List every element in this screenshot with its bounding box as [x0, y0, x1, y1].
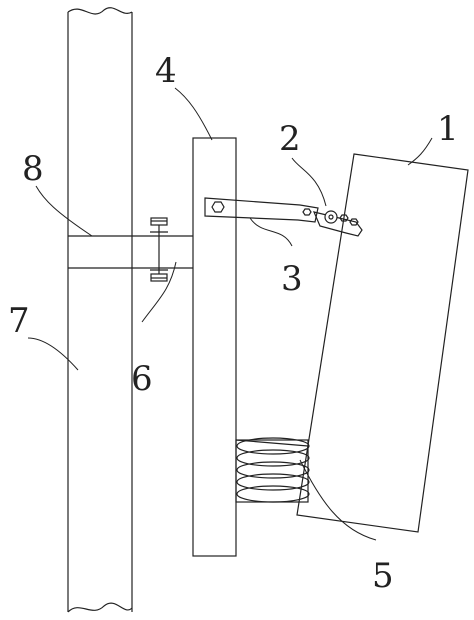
clamp-band-8	[68, 235, 132, 269]
callout-2: 2	[279, 119, 301, 159]
bracket-3	[204, 197, 319, 223]
callout-5: 5	[372, 556, 394, 596]
tilted-panel-1	[296, 153, 469, 533]
callout-3: 3	[281, 259, 303, 299]
spring-5	[235, 437, 310, 503]
leader-5	[299, 459, 377, 541]
leader-7	[27, 337, 79, 371]
leader-8	[35, 185, 93, 237]
leader-3	[249, 217, 293, 247]
leader-2	[291, 157, 327, 207]
callout-4: 4	[155, 51, 177, 91]
connecting-arm-6	[132, 217, 193, 282]
mounting-plate-4	[192, 137, 237, 557]
callout-6: 6	[131, 359, 153, 399]
leader-lines	[27, 87, 433, 541]
leader-1	[407, 137, 433, 166]
callout-1: 1	[437, 109, 459, 149]
pole-7	[67, 7, 133, 613]
hex-nut-icon	[211, 201, 225, 213]
hinge-2	[312, 210, 363, 237]
leader-6	[141, 261, 177, 323]
callout-8: 8	[22, 149, 44, 189]
leader-4	[174, 87, 213, 141]
callout-7: 7	[8, 301, 30, 341]
